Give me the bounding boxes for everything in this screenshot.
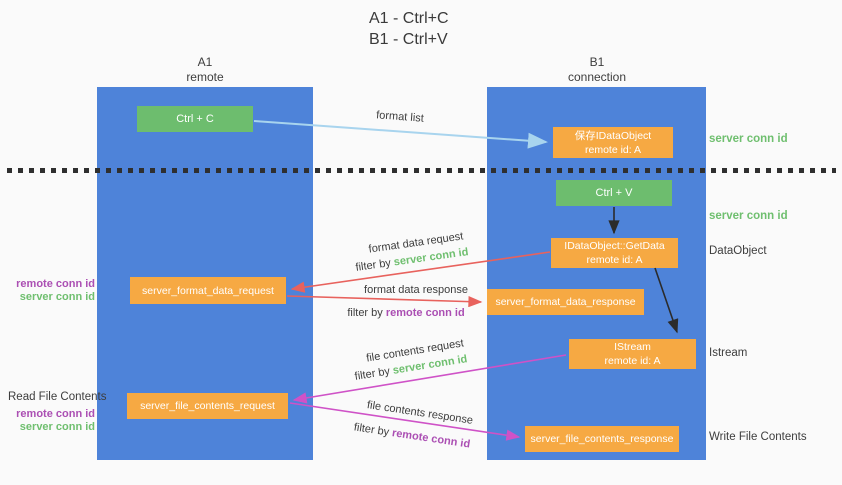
section-divider [7,168,836,173]
label-conn-id-pair-2: remote conn id server conn id [8,408,95,434]
label-server-conn-id-2: server conn id [19,421,95,433]
node-save-dataobject-line1: 保存IDataObject [574,129,652,142]
node-getdata-line1: IDataObject::GetData [564,240,665,252]
filter-by-prefix-1: filter by [354,257,392,274]
node-istream: IStream remote id: A [569,339,696,369]
filter-by-prefix-2: filter by [347,307,383,319]
filter-by-remote-conn-id-2: remote conn id [391,427,471,451]
node-ctrl-v-label: Ctrl + V [595,187,633,199]
arrow-format-data-response [286,295,483,308]
label-write-file-contents: Write File Contents [709,431,807,443]
label-remote-conn-id-2: remote conn id [16,408,95,420]
label-server-conn-id-1: server conn id [19,291,95,303]
lane-header-a1: A1 remote [135,55,275,85]
node-ctrl-c-label: Ctrl + C [176,113,214,125]
node-getdata-line2: remote id: A [586,254,643,266]
node-istream-line2: remote id: A [604,355,661,367]
node-server-file-contents-request-label: server_file_contents_request [140,400,275,412]
node-save-dataobject-line2: remote id: A [584,143,642,156]
filter-by-prefix-3: filter by [353,365,391,383]
label-dataobject: DataObject [709,245,767,257]
node-save-dataobject: 保存IDataObject remote id: A [553,127,673,158]
node-ctrl-v: Ctrl + V [556,180,672,206]
label-filter-by-remote-2: filter by remote conn id [353,421,471,450]
label-remote-conn-id-1: remote conn id [16,278,95,290]
lane-header-b1: B1 connection [527,55,667,85]
label-filter-by-remote-1: filter by remote conn id [347,307,464,319]
label-server-conn-id-mid: server conn id [709,210,788,222]
lane-b1-name: B1 [589,55,605,69]
title-line-2: B1 - Ctrl+V [369,31,448,48]
node-server-format-data-response-label: server_format_data_response [495,296,636,308]
node-getdata: IDataObject::GetData remote id: A [551,238,678,268]
node-server-format-data-request: server_format_data_request [130,277,286,304]
label-read-file-contents: Read File Contents [8,391,107,403]
label-server-conn-id-top: server conn id [709,133,788,145]
label-conn-id-pair-1: remote conn id server conn id [8,278,95,304]
lane-b1-subtitle: connection [567,70,627,84]
filter-by-prefix-4: filter by [353,421,390,439]
title-line-1: A1 - Ctrl+C [369,10,449,27]
label-file-contents-response: file contents response [366,399,474,427]
label-format-data-response: format data response [364,284,468,296]
label-istream: Istream [709,347,748,359]
label-format-list: format list [375,109,425,125]
filter-by-remote-conn-id-1: remote conn id [385,307,465,319]
diagram-title: A1 - Ctrl+C B1 - Ctrl+V [369,8,449,50]
node-ctrl-c: Ctrl + C [137,106,253,132]
node-server-format-data-request-label: server_format_data_request [142,284,274,297]
node-server-format-data-response: server_format_data_response [487,289,644,315]
node-server-file-contents-response-label: server_file_contents_response [530,433,674,445]
node-server-file-contents-response: server_file_contents_response [525,426,679,452]
node-server-file-contents-request: server_file_contents_request [127,393,288,419]
lane-a1-subtitle: remote [186,70,224,84]
node-istream-line1: IStream [614,341,651,353]
lane-a1-name: A1 [197,55,213,69]
